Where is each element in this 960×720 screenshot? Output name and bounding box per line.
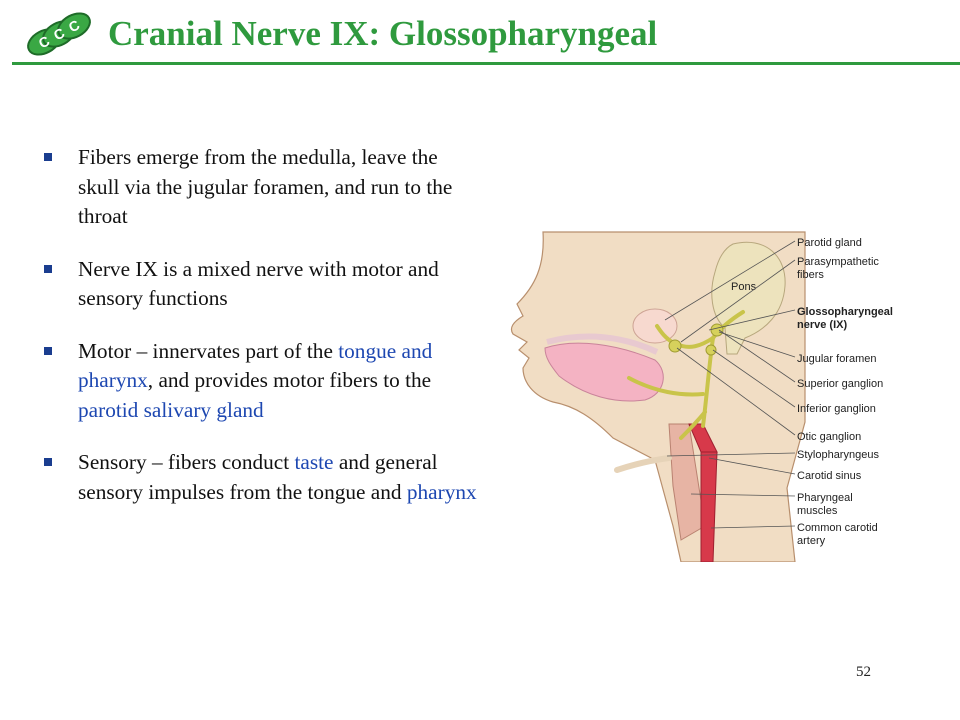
figure-label: Otic ganglion bbox=[797, 431, 861, 443]
superior-ganglion bbox=[710, 323, 724, 337]
slide-title: Cranial Nerve IX: Glossopharyngeal bbox=[108, 14, 658, 53]
page-number: 52 bbox=[856, 664, 871, 680]
highlighted-term: tongue and pharynx bbox=[78, 338, 433, 393]
figure-label: Parasympathetic bbox=[797, 256, 879, 268]
pharyngeal-muscles bbox=[668, 423, 706, 541]
bullet-square-icon bbox=[44, 264, 52, 273]
figure-label: muscles bbox=[797, 505, 838, 517]
title-divider bbox=[12, 62, 960, 65]
bullet-text: Nerve IX is a mixed nerve with motor and… bbox=[78, 256, 439, 311]
bullet-square-icon bbox=[44, 458, 52, 466]
bullet-list: Fibers emerge from the medulla, leave th… bbox=[40, 143, 480, 507]
highlighted-term: pharynx bbox=[406, 479, 477, 504]
highlighted-term: parotid salivary gland bbox=[78, 397, 264, 422]
bullet-text: and general sensory impulses from the to… bbox=[78, 450, 438, 504]
glossopharyngeal-anatomy-figure: Pons Parotid glandParasympatheticfibersG… bbox=[505, 226, 935, 562]
otic-ganglion bbox=[668, 339, 682, 353]
figure-label: Pharyngeal bbox=[797, 492, 853, 504]
pons bbox=[711, 241, 786, 355]
inferior-ganglion bbox=[705, 344, 717, 356]
figure-label: Inferior ganglion bbox=[797, 403, 876, 415]
figure-label: nerve (IX) bbox=[797, 319, 847, 331]
figure-label: Superior ganglion bbox=[797, 378, 883, 390]
ccc-logo-icon: C C C bbox=[27, 12, 91, 56]
bullet-square-icon bbox=[44, 153, 52, 161]
bullet-item: Fibers emerge from the medulla, leave th… bbox=[40, 143, 480, 232]
figure-label: Common carotid bbox=[797, 522, 878, 534]
bullet-item: Nerve IX is a mixed nerve with motor and… bbox=[40, 255, 480, 314]
leader-lines bbox=[664, 240, 796, 529]
figure-label: Stylopharyngeus bbox=[797, 449, 879, 461]
bullet-text: Motor – innervates part of the bbox=[78, 338, 339, 363]
figure-label: fibers bbox=[797, 269, 824, 281]
figure-label: Parotid gland bbox=[797, 237, 862, 249]
bullet-square-icon bbox=[44, 346, 52, 355]
tongue bbox=[544, 342, 664, 402]
bullet-text: , and provides motor fibers to the bbox=[147, 368, 432, 392]
palate bbox=[546, 333, 659, 355]
figure-label: Glossopharyngeal bbox=[797, 306, 893, 318]
figure-label: Jugular foramen bbox=[797, 353, 877, 365]
figure-labels: Parotid glandParasympatheticfibersGlosso… bbox=[797, 237, 893, 547]
highlighted-term: taste bbox=[294, 450, 334, 474]
bullet-text: Fibers emerge from the medulla, leave th… bbox=[78, 145, 453, 228]
pons-label: Pons bbox=[731, 281, 757, 293]
bullet-item: Sensory – fibers conduct taste and gener… bbox=[40, 448, 480, 507]
stylopharyngeus bbox=[614, 455, 672, 473]
bullet-text: Sensory – fibers conduct bbox=[78, 450, 295, 474]
bullet-item: Motor – innervates part of the tongue an… bbox=[40, 337, 480, 426]
figure-label: artery bbox=[797, 535, 826, 547]
figure-label: Carotid sinus bbox=[797, 470, 862, 482]
